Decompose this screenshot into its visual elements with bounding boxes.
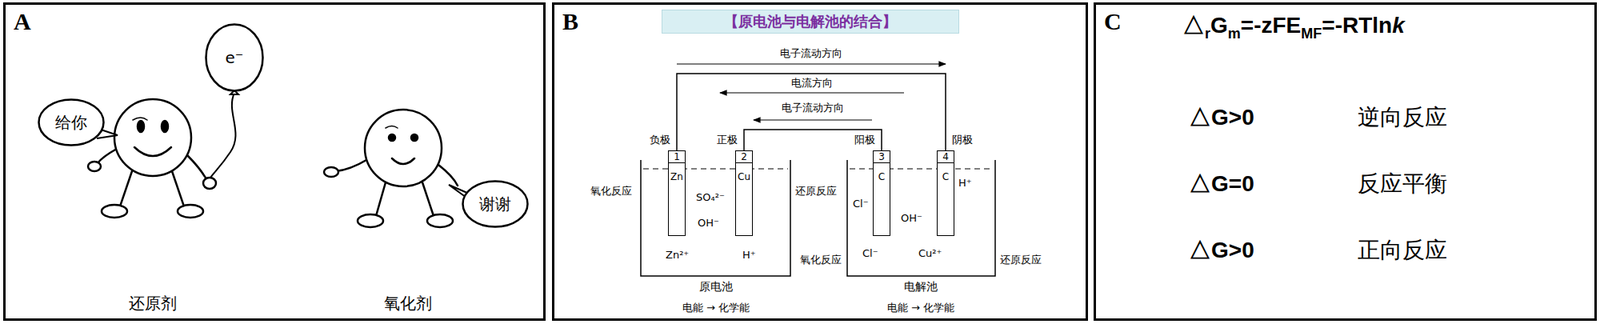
bubble-text: 给你 — [55, 112, 88, 134]
bubble-text: 谢谢 — [479, 193, 512, 216]
electrode-material: Cu — [737, 171, 751, 183]
cell-label: 电子流动方向 — [780, 48, 843, 60]
wire — [676, 73, 946, 151]
cell-label: 氧化反应 — [800, 254, 842, 267]
cell-label: Cl⁻ — [852, 198, 869, 211]
cell-label: 电能 → 化学能 — [682, 302, 750, 315]
electrode-number: 2 — [736, 151, 752, 164]
equation-part: △ — [1182, 12, 1205, 38]
cell-label: 电子流动方向 — [781, 102, 844, 115]
speech-bubble: 谢谢 — [461, 180, 529, 228]
electrode-material: C — [942, 171, 949, 183]
balloon-string — [210, 92, 236, 178]
wire — [744, 129, 882, 151]
oxidant-figure — [324, 109, 458, 228]
figure-panel: A 给你 e⁻ 谢谢 — [3, 2, 546, 321]
electrode-material: C — [878, 171, 885, 183]
outline — [206, 24, 264, 92]
free-energy-condition: 反应平衡 — [1357, 171, 1448, 197]
cell-label: 正极 — [716, 134, 738, 147]
cell-label: OH⁻ — [697, 217, 720, 230]
cell-label: 原电池 — [699, 280, 733, 293]
electrode: 3C — [872, 150, 891, 236]
electrode-number: 3 — [873, 151, 890, 164]
cell-label: 还原反应 — [795, 185, 837, 198]
equation-part: =-zFE — [1240, 12, 1301, 38]
free-energy-condition: 正向反应 — [1357, 237, 1448, 264]
free-energy-condition: △G>0 — [1188, 104, 1255, 131]
equation-part: MF — [1300, 25, 1322, 42]
flow-arrow — [676, 64, 946, 120]
cell-label: 电流方向 — [791, 77, 833, 90]
character-label: 还原剂 — [128, 294, 177, 313]
free-energy-condition: △G=0 — [1188, 171, 1255, 197]
electrode: 1Zn — [668, 150, 686, 236]
equation-part: G — [1210, 12, 1228, 38]
cell-label: 电解池 — [904, 280, 938, 293]
character-label: 氧化剂 — [384, 294, 432, 313]
cell-label: Cl⁻ — [862, 248, 879, 260]
equation-line: △rGm=-zFEMF=-RTlnk — [1182, 12, 1405, 39]
reductant-figure — [88, 99, 216, 218]
electron-label: e⁻ — [225, 48, 244, 68]
cell-label: H⁺ — [958, 177, 972, 190]
panel-letter: C — [1104, 8, 1122, 36]
panel-letter: A — [13, 8, 32, 36]
equation-part: r — [1204, 25, 1211, 42]
free-energy-condition: 逆向反应 — [1357, 104, 1448, 131]
figure-panel: C — [1093, 2, 1597, 321]
title-box: 【原电池与电解池的结合】 — [661, 9, 960, 34]
panel-letter: B — [562, 8, 579, 36]
outline — [39, 100, 104, 146]
equation-part: =-RTln — [1321, 12, 1392, 38]
cell-label: Zn²⁺ — [665, 249, 689, 262]
electrode-material: Zn — [670, 171, 684, 183]
cell-label: 电能 → 化学能 — [887, 302, 955, 315]
equation-part: k — [1392, 12, 1405, 38]
electron-balloon: e⁻ — [204, 23, 264, 92]
cell-label: 阴极 — [952, 134, 973, 147]
electrode-number: 1 — [668, 151, 685, 164]
equation-part: m — [1228, 25, 1241, 42]
cell-label: 还原反应 — [1000, 254, 1042, 267]
cell-label: 负极 — [649, 134, 671, 147]
cell-label: 阳极 — [854, 134, 876, 147]
cell-label: Cu²⁺ — [918, 248, 942, 260]
cell-label: 氧化反应 — [590, 185, 632, 198]
speech-bubble: 给你 — [37, 98, 105, 147]
outline — [463, 181, 528, 228]
cell-label: H⁺ — [742, 249, 756, 262]
cell-label: OH⁻ — [900, 212, 923, 225]
title-text: 【原电池与电解池的结合】 — [724, 12, 897, 32]
free-energy-condition: △G>0 — [1188, 237, 1255, 264]
electrode: 4C — [936, 150, 955, 236]
electrode: 2Cu — [735, 150, 753, 236]
cell-label: SO₄²⁻ — [696, 192, 725, 204]
electrode-number: 4 — [937, 151, 954, 164]
